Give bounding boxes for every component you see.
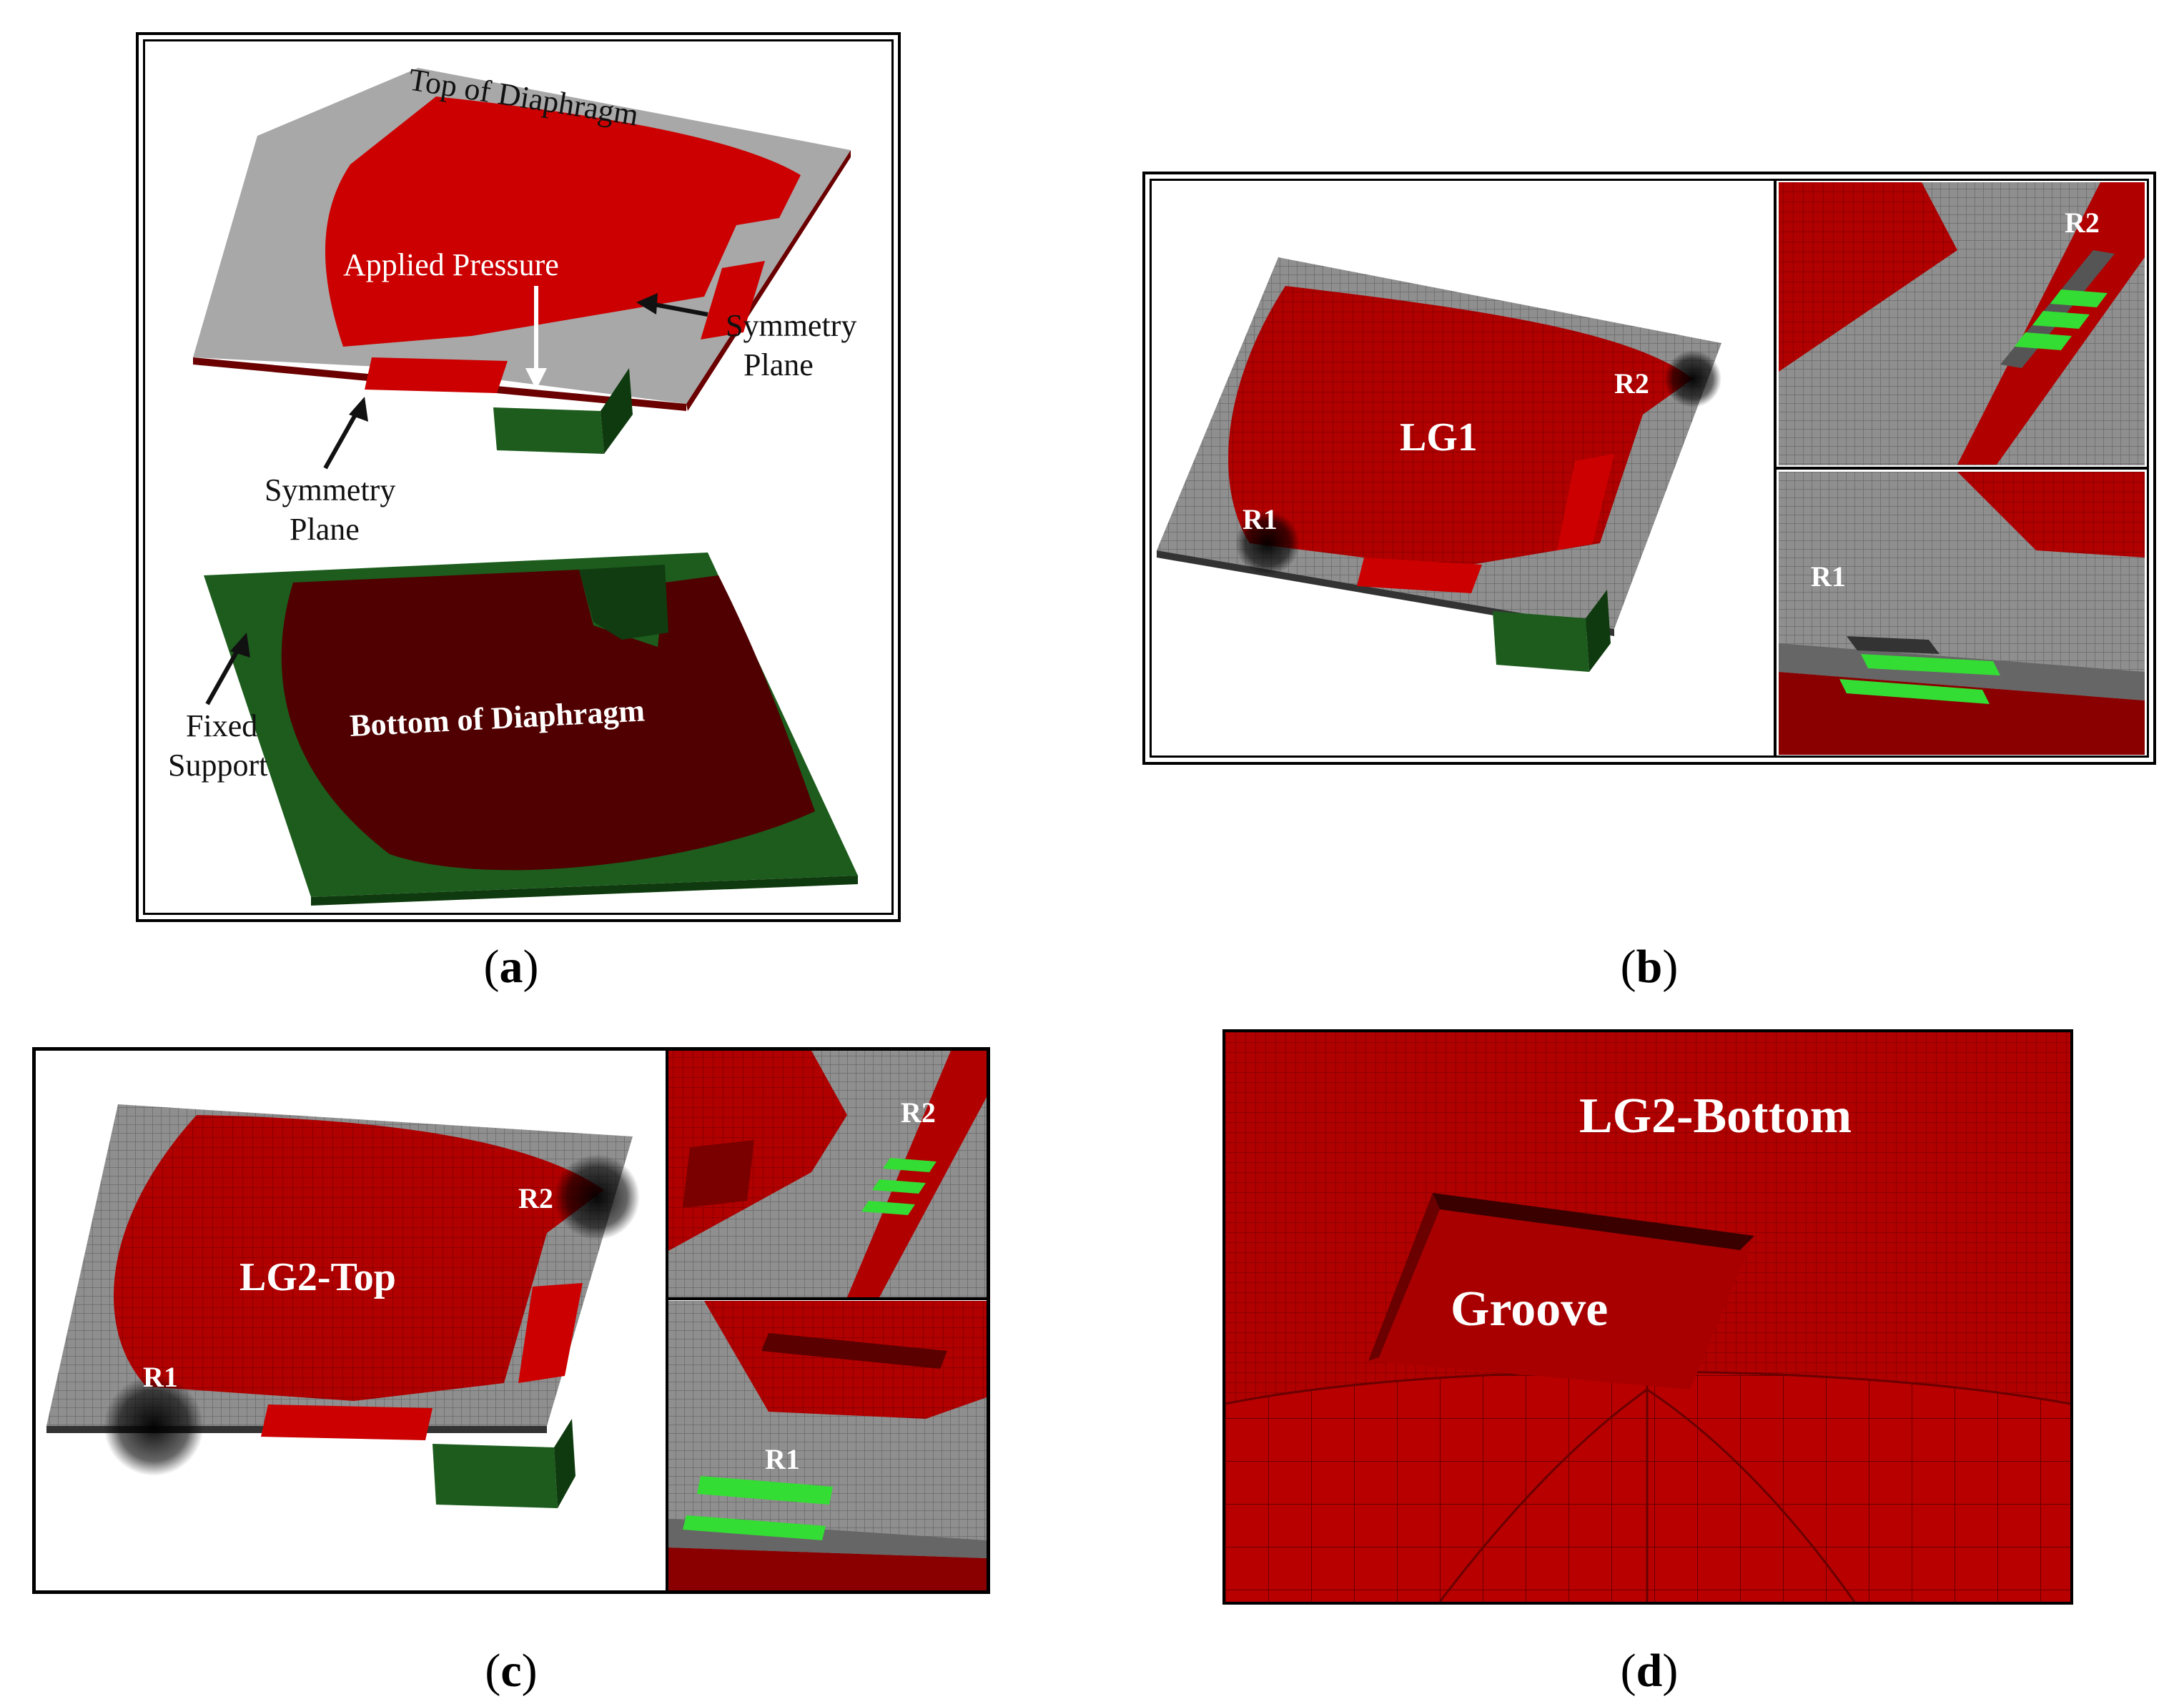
label-b-r1: R1 (1242, 503, 1278, 535)
caption-d: (d) (1620, 1645, 1679, 1697)
panel-d-diagram: LG2-Bottom Groove (1225, 1032, 2070, 1602)
lg2-top-model (46, 1104, 640, 1508)
label-symmetry-left-2: Plane (290, 512, 360, 547)
inset-b-r1 (1779, 472, 2145, 755)
label-applied-pressure: Applied Pressure (343, 247, 559, 282)
label-groove: Groove (1451, 1282, 1608, 1337)
label-b-r2: R2 (1614, 367, 1649, 400)
caption-b: (b) (1620, 941, 1679, 993)
panel-c-frame (32, 1047, 990, 1594)
label-symmetry-right-2: Plane (743, 347, 814, 382)
panel-b-frame (1142, 172, 2156, 765)
bottom-pad (365, 357, 508, 393)
panel-a-frame (136, 32, 901, 922)
caption-c: (c) (485, 1645, 538, 1697)
label-c-zoom-r1: R1 (765, 1443, 800, 1475)
label-lg2-bottom: LG2-Bottom (1579, 1089, 1852, 1144)
panel-a-diagram: Top of Diaphragm Applied Pressure Symmet… (168, 61, 858, 906)
inset-b-r2 (1779, 182, 2145, 465)
lg1-model (1157, 257, 1721, 672)
caption-a: (a) (483, 941, 539, 993)
label-fixed-1: Fixed (186, 708, 257, 743)
label-c-r1: R1 (143, 1361, 178, 1393)
inset-c-r1 (668, 1301, 987, 1590)
label-symmetry-left-1: Symmetry (265, 472, 395, 507)
label-c-r2: R2 (518, 1182, 553, 1214)
bottom-diaphragm (204, 553, 858, 906)
label-b-zoom-r2: R2 (2065, 207, 2100, 239)
top-diaphragm (193, 68, 851, 454)
inset-c-r2 (668, 1051, 987, 1297)
right-pad (701, 261, 765, 340)
panel-c-diagram: LG2-Top R1 R2 R2 R1 (46, 1051, 987, 1590)
label-lg1: LG1 (1400, 415, 1478, 460)
panel-b-diagram: LG1 R1 R2 R2 R1 (1157, 180, 2148, 756)
groove (1368, 1193, 1754, 1390)
panel-d-frame (1222, 1029, 2073, 1605)
label-c-zoom-r2: R2 (901, 1096, 936, 1129)
label-symmetry-right-1: Symmetry (726, 308, 856, 343)
label-b-zoom-r1: R1 (1811, 560, 1846, 593)
coarse-mesh-region (1225, 1370, 2070, 1602)
label-fixed-2: Support (168, 748, 267, 783)
label-lg2-top: LG2-Top (239, 1255, 396, 1299)
